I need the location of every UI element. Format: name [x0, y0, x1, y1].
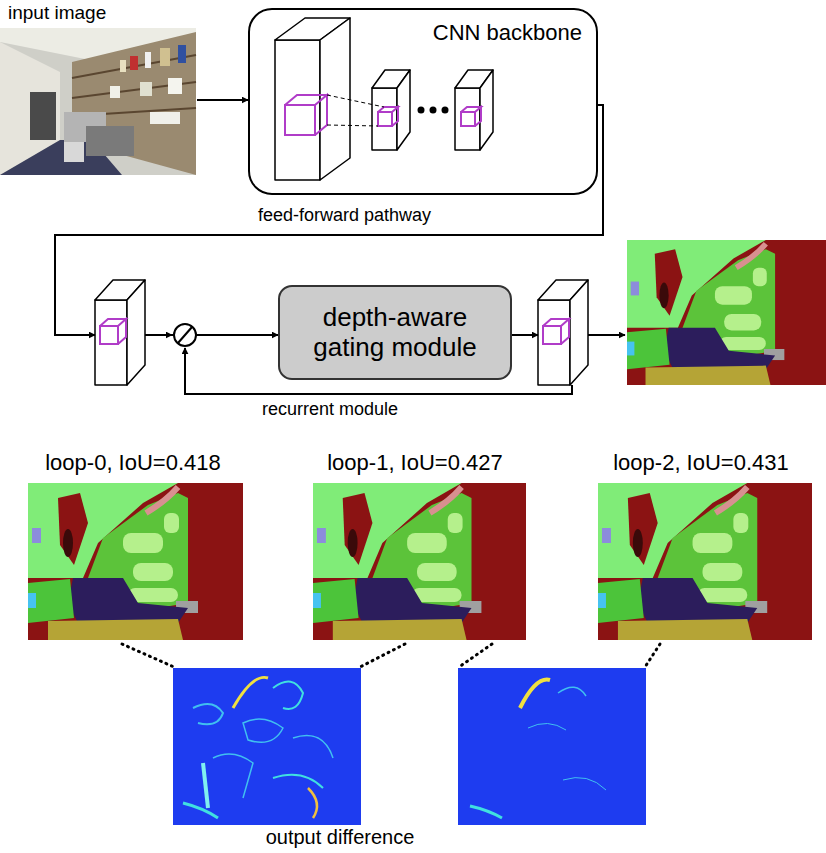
receptive-field-lines	[327, 95, 384, 126]
input-photo	[0, 28, 196, 175]
difference-map	[458, 668, 646, 825]
loop-segmentation	[598, 483, 812, 640]
dotted-leaders	[122, 644, 660, 667]
loop-output: loop-2, IoU=0.431	[578, 448, 824, 643]
node-text: depth-aware gating module	[290, 303, 500, 363]
node-text: loop-2, IoU=0.431	[578, 450, 824, 476]
loop-output: loop-0, IoU=0.418	[8, 448, 258, 643]
gating-box: depth-aware gating module	[278, 285, 512, 380]
image-node: input image	[0, 0, 197, 176]
node-text: loop-1, IoU=0.427	[292, 450, 538, 476]
output-segmentation	[627, 240, 826, 385]
arrow	[512, 334, 538, 336]
node-text: loop-0, IoU=0.418	[8, 450, 258, 476]
node-text: CNN backbone	[433, 20, 582, 46]
backbone-box: CNN backbone	[248, 8, 598, 195]
loop-segmentation	[313, 483, 526, 640]
arrow-head	[85, 334, 95, 336]
operator-symbol	[174, 324, 196, 346]
text-label: output difference	[220, 826, 460, 849]
difference-map	[173, 668, 361, 825]
connector	[197, 99, 248, 101]
ellipsis-dots	[418, 107, 449, 114]
node-text: input image	[8, 2, 106, 24]
loop-segmentation	[28, 483, 243, 640]
text-label: feed-forward pathway	[258, 205, 498, 226]
text-label: recurrent module	[230, 399, 430, 420]
loop-output: loop-1, IoU=0.427	[292, 448, 538, 643]
layer-cuboids	[95, 18, 588, 385]
arrow	[588, 334, 625, 336]
arrow	[145, 334, 172, 336]
